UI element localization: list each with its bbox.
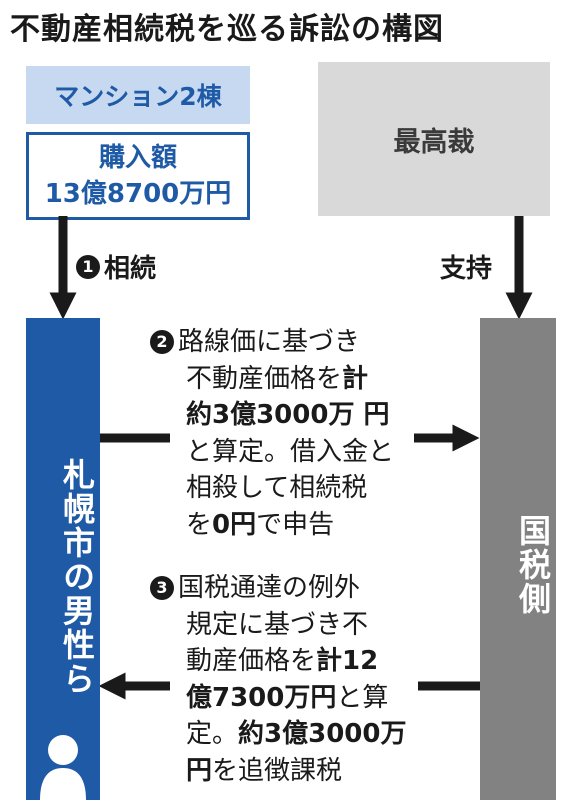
step-2-text: 2 路線価に基づき 不動産価格を計 約3億3000万 円 と算定。借入金と 相殺… xyxy=(150,324,394,543)
step-3-line: と算 xyxy=(336,682,389,713)
step-3-line: 規定に基づき不 xyxy=(186,609,369,640)
support-label: 支持 xyxy=(440,248,492,285)
step-3-bold: 億7300万円 xyxy=(186,682,337,713)
step-number-badge: 1 xyxy=(76,254,100,279)
purchase-price-box: 購入額 13億8700万円 xyxy=(26,132,250,220)
inherit-text: 相続 xyxy=(104,254,157,284)
step-2-bold: 計 xyxy=(342,363,369,394)
supreme-court-box: 最高裁 xyxy=(318,62,550,216)
step-3-line: 動産価格を xyxy=(186,646,317,676)
step-3-line: 国税通達の例外 xyxy=(178,573,361,603)
step-3-line: を追徴課税 xyxy=(212,755,343,786)
step-2-line: を xyxy=(186,509,213,540)
court-label: 最高裁 xyxy=(393,126,475,158)
price-label: 購入額 xyxy=(98,143,177,173)
tax-authority-bar: 国税側 xyxy=(480,318,556,800)
step-2-line: 路線価に基づき xyxy=(178,327,361,357)
step-3-text: 3 国税通達の例外 規定に基づき不 動産価格を計12 億7300万円と算 定。約… xyxy=(150,570,406,789)
step-number-badge: 3 xyxy=(150,576,174,601)
support-text: 支持 xyxy=(440,254,493,284)
price-value: 13億8700万円 xyxy=(44,179,232,209)
step-2-bold: 0円 xyxy=(212,509,257,540)
inherit-label: 1 相続 xyxy=(76,248,156,285)
page-title: 不動産相続税を巡る訴訟の構図 xyxy=(10,12,444,47)
step-2-line: と算定。借入金と xyxy=(186,436,395,467)
taxpayer-bar: 札幌市の男性ら xyxy=(26,318,100,800)
step-3-line: 定。 xyxy=(186,719,239,749)
step-2-bold: 約3億3000万 円 xyxy=(186,400,390,430)
property-header: マンション2棟 xyxy=(26,66,250,124)
step-2-line: 相殺して相続税 xyxy=(186,473,368,503)
step-3-bold: 円 xyxy=(186,755,213,786)
person-icon xyxy=(40,735,86,800)
tax-authority-label: 国税側 xyxy=(514,514,552,616)
taxpayer-label: 札幌市の男性ら xyxy=(58,458,96,696)
step-2-line: で申告 xyxy=(256,509,335,540)
step-3-bold: 計12 xyxy=(316,646,379,676)
step-2-line: 不動産価格を xyxy=(186,363,343,394)
step-3-bold: 約3億3000万 xyxy=(238,719,407,749)
step-number-badge: 2 xyxy=(150,330,174,355)
